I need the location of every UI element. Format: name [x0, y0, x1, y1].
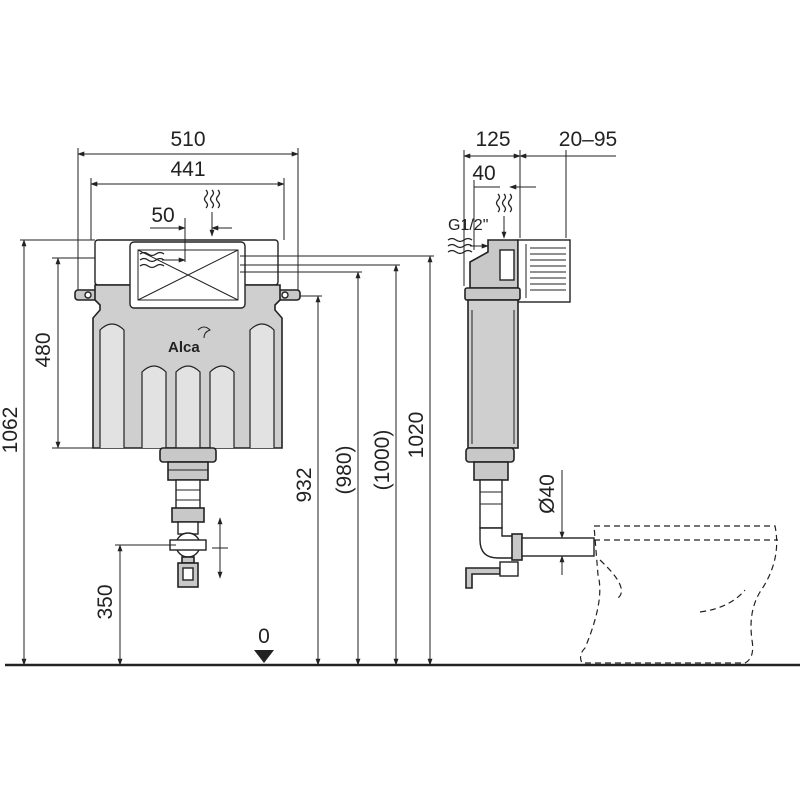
side-bracket	[464, 287, 521, 301]
dim-125: 125	[475, 128, 510, 151]
dim-50: 50	[151, 204, 174, 227]
brand-logo: Alca	[168, 339, 200, 356]
zero-level-label: 0	[258, 625, 270, 648]
dim-1000: (1000)	[371, 430, 394, 491]
front-view: Alca	[74, 189, 301, 588]
tank-slat	[99, 323, 125, 448]
dim-1020: 1020	[405, 412, 428, 459]
side-dimensions: 125 20–95 40 Ø40	[463, 128, 617, 575]
inlet-thread-label: G1/2"	[448, 217, 488, 234]
dim-441: 441	[170, 158, 205, 181]
mounting-foot	[465, 567, 501, 589]
flush-panel-box	[517, 239, 571, 303]
tank-side	[467, 299, 519, 449]
dim-932: 932	[293, 467, 316, 502]
tank-slat	[175, 365, 201, 448]
tank-slat	[209, 365, 235, 448]
outlet-flange	[159, 447, 217, 463]
bowl-connection-pipe	[521, 537, 595, 557]
zero-level-marker	[254, 650, 274, 663]
dim-40: 40	[472, 162, 495, 185]
dim-1062: 1062	[0, 407, 22, 454]
tank-slat	[249, 323, 275, 448]
dim-20-95: 20–95	[559, 128, 617, 151]
dim-480: 480	[32, 332, 55, 367]
dim-o40: Ø40	[536, 474, 559, 514]
water-inlet-icon	[203, 189, 221, 209]
dim-510: 510	[170, 128, 205, 151]
side-view: G1/2"	[447, 193, 595, 589]
inspection-window	[137, 249, 239, 301]
tank-slat	[141, 365, 167, 448]
dim-350: 350	[94, 584, 117, 619]
toilet-bowl-outline	[579, 525, 778, 664]
dim-980: (980)	[333, 445, 356, 494]
front-dimensions: 510 441 50 480 1062 350 932 (980)	[0, 128, 434, 666]
